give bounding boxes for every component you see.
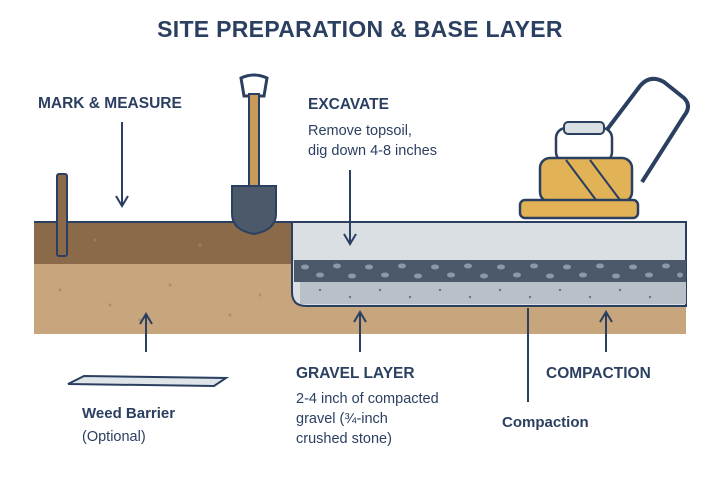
page-title: SITE PREPARATION & BASE LAYER	[157, 16, 563, 42]
pointer-arrows	[115, 122, 613, 402]
gravel-desc-line-3: crushed stone)	[296, 431, 392, 447]
ground-cross-section	[34, 221, 687, 334]
plate-compactor-icon	[518, 76, 690, 220]
compaction-heading: COMPACTION	[546, 365, 651, 382]
stake-icon	[56, 173, 68, 257]
excavate-desc-line-1: Remove topsoil,	[308, 123, 412, 139]
excavate-heading: EXCAVATE	[308, 96, 389, 113]
shovel-icon	[231, 73, 277, 236]
gravel-layer-heading: GRAVEL LAYER	[296, 365, 415, 382]
weed-barrier-sheet	[67, 374, 230, 388]
gravel-desc-line-1: 2-4 inch of compacted	[296, 391, 439, 407]
excavate-desc-line-2: dig down 4-8 inches	[308, 143, 437, 159]
weed-barrier-note: (Optional)	[82, 429, 146, 445]
gravel-desc-line-2: gravel (¾-inch	[296, 411, 388, 427]
compaction-label: Compaction	[502, 414, 589, 431]
compacted-base	[300, 282, 686, 304]
weed-barrier-heading: Weed Barrier	[82, 405, 176, 422]
mark-measure-heading: MARK & MEASURE	[38, 95, 182, 112]
gravel-layer	[294, 260, 686, 282]
